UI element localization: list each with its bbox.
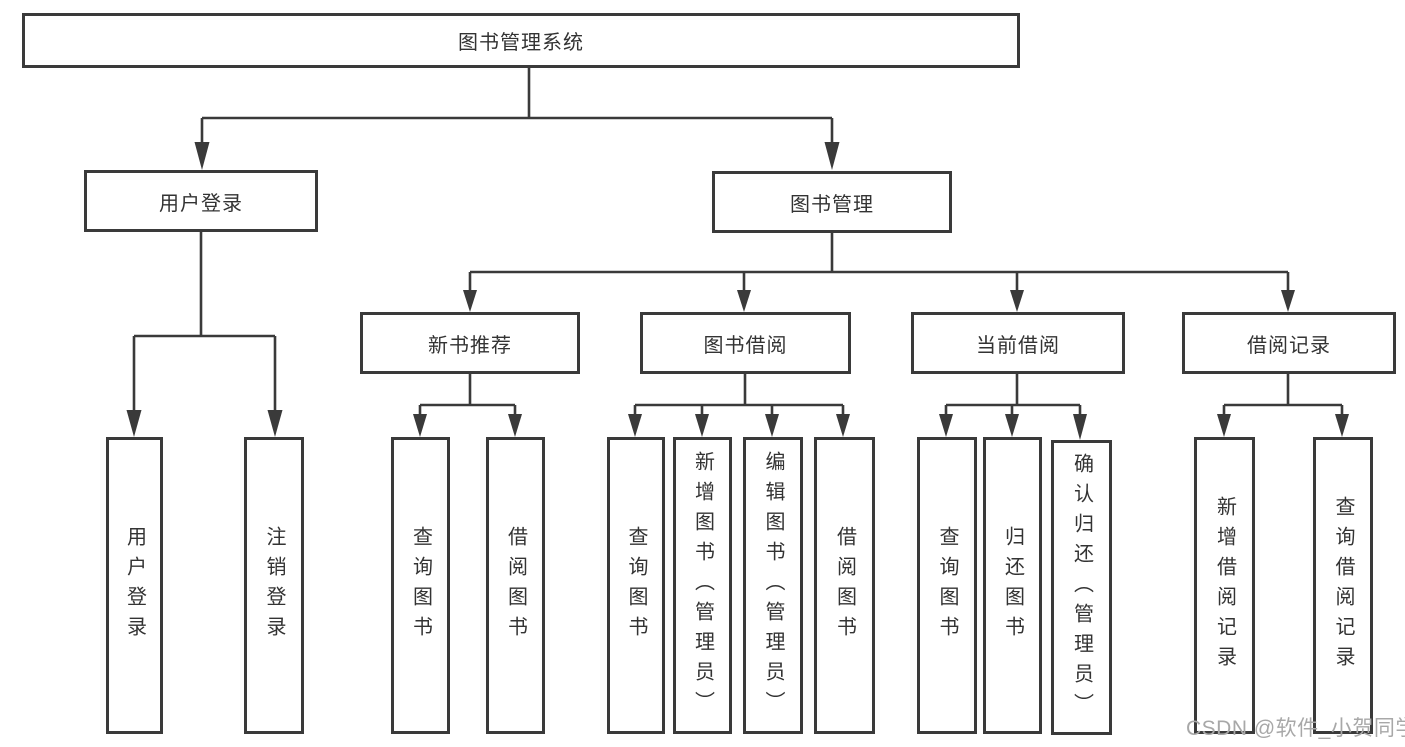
- node-leaf-confirm-return-admin: 确认归还（管理员）: [1051, 440, 1112, 735]
- node-borrow-records: 借阅记录: [1182, 312, 1396, 374]
- node-label: 用户登录: [159, 192, 243, 215]
- node-leaf-query-books-current: 查询图书: [917, 437, 977, 734]
- connector-book-management-to-level3: [463, 233, 1295, 312]
- node-user-login: 用户登录: [84, 170, 318, 232]
- node-leaf-borrow-books-recommend: 借阅图书: [486, 437, 545, 734]
- node-label: 借阅记录: [1247, 334, 1331, 357]
- node-label: 图书管理: [790, 193, 874, 216]
- node-leaf-add-books-admin: 新增图书（管理员）: [673, 437, 732, 734]
- node-label: 查询图书: [409, 525, 432, 646]
- node-leaf-add-borrow-record: 新增借阅记录: [1194, 437, 1255, 734]
- node-label: 图书管理系统: [458, 32, 584, 54]
- node-label: 查询图书: [625, 525, 647, 646]
- node-leaf-edit-books-admin: 编辑图书（管理员）: [743, 437, 803, 734]
- node-leaf-query-borrow-record: 查询借阅记录: [1313, 437, 1373, 734]
- node-label: 图书借阅: [703, 334, 788, 357]
- node-book-management: 图书管理: [712, 171, 952, 233]
- connector-borrow-records-to-leaves: [1217, 374, 1349, 437]
- node-label: 查询图书: [936, 525, 958, 646]
- node-leaf-logout: 注销登录: [244, 437, 304, 734]
- node-label: 用户登录: [123, 525, 146, 646]
- node-label: 新增图书（管理员）: [691, 450, 714, 721]
- connector-root-to-level2: [194, 68, 840, 170]
- node-label: 确认归还（管理员）: [1070, 452, 1093, 723]
- node-label: 借阅图书: [833, 525, 856, 646]
- node-current-borrow: 当前借阅: [911, 312, 1125, 374]
- node-label: 注销登录: [263, 525, 285, 646]
- node-book-borrow: 图书借阅: [640, 312, 851, 374]
- connector-book-borrow-to-leaves: [628, 374, 850, 437]
- node-library-management-system: 图书管理系统: [22, 13, 1020, 68]
- node-label: 归还图书: [1001, 525, 1024, 646]
- node-leaf-return-books: 归还图书: [983, 437, 1042, 734]
- node-leaf-user-login: 用户登录: [106, 437, 163, 734]
- csdn-watermark: CSDN @软件_小贺同学: [1186, 717, 1405, 740]
- node-leaf-borrow-books: 借阅图书: [814, 437, 875, 734]
- node-leaf-query-books-recommend: 查询图书: [391, 437, 450, 734]
- node-new-book-recommend: 新书推荐: [360, 312, 580, 374]
- node-label: 查询借阅记录: [1332, 495, 1354, 676]
- node-leaf-query-books-borrow: 查询图书: [607, 437, 665, 734]
- node-label: 新书推荐: [428, 334, 512, 357]
- connector-new-book-recommend-to-leaves: [413, 374, 522, 437]
- node-label: 当前借阅: [976, 334, 1060, 357]
- connector-user-login-to-leaves: [126, 232, 283, 437]
- node-label: 编辑图书（管理员）: [762, 450, 784, 721]
- node-label: 新增借阅记录: [1213, 495, 1236, 676]
- node-label: 借阅图书: [504, 525, 527, 646]
- connector-current-borrow-to-leaves: [939, 374, 1087, 440]
